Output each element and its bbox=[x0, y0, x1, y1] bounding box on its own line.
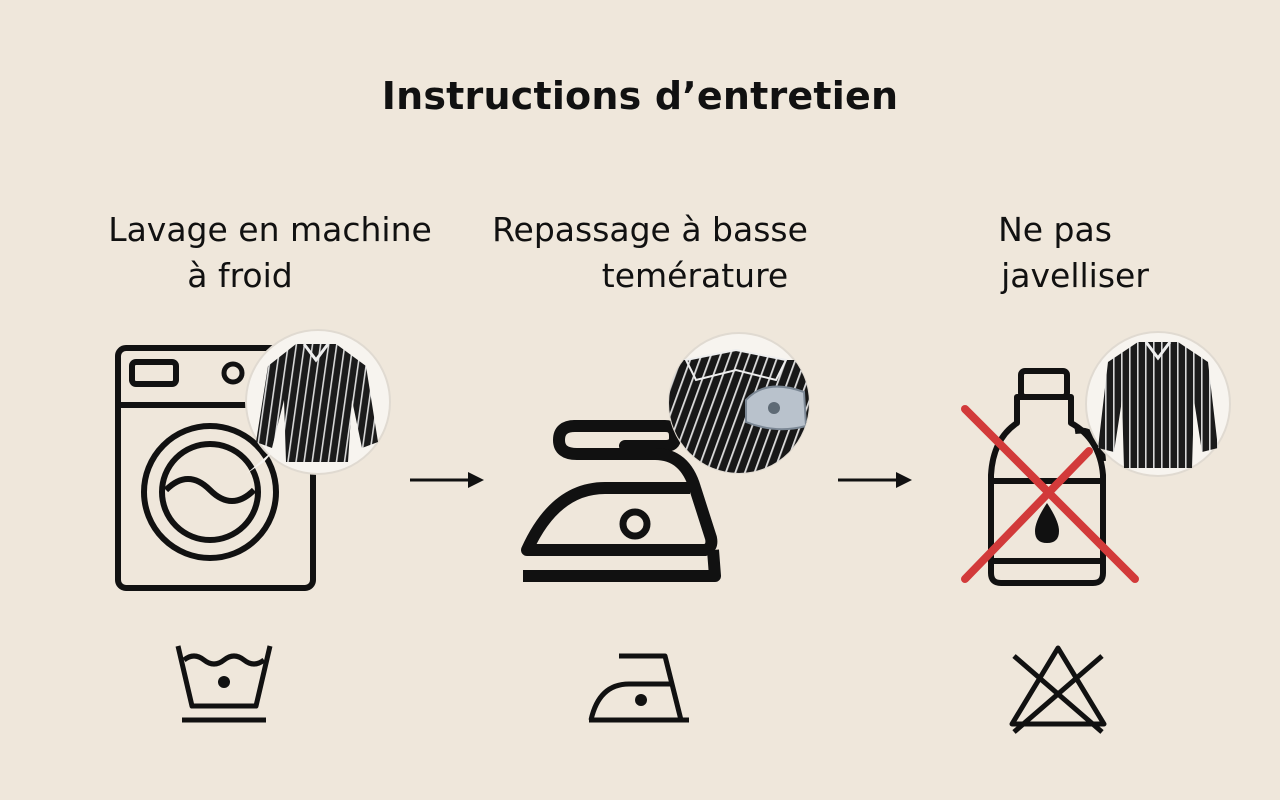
step-label-line: Lavage en machine bbox=[108, 210, 432, 249]
step-label-machine-wash: Lavage en machine à froid bbox=[80, 207, 460, 299]
step-label-ironing: Repassage à basse temérature bbox=[460, 207, 840, 299]
arrow-right-icon bbox=[838, 472, 912, 488]
step-label-line: temérature bbox=[601, 256, 789, 295]
arrow-right-icon bbox=[410, 472, 484, 488]
shirt-ironing-photo-bubble-icon bbox=[668, 332, 810, 474]
step-label-no-bleach: Ne pas javelliser bbox=[960, 207, 1190, 299]
iron-icon bbox=[521, 420, 721, 582]
step-label-line: javelliser bbox=[1001, 256, 1149, 295]
shirt-photo-bubble-icon bbox=[1085, 331, 1231, 477]
crossed-out-bleach-bottle-icon bbox=[961, 368, 1139, 586]
cold-wash-symbol-icon bbox=[175, 645, 273, 723]
low-temperature-iron-symbol-icon bbox=[588, 653, 689, 723]
page-title: Instructions d’entretien bbox=[381, 74, 899, 118]
do-not-bleach-symbol-icon bbox=[1009, 645, 1107, 734]
step-label-line: Ne pas bbox=[998, 210, 1112, 249]
step-label-line: à froid bbox=[187, 256, 293, 295]
shirt-photo-bubble-icon bbox=[245, 329, 391, 475]
step-label-line: Repassage à basse bbox=[492, 210, 808, 249]
